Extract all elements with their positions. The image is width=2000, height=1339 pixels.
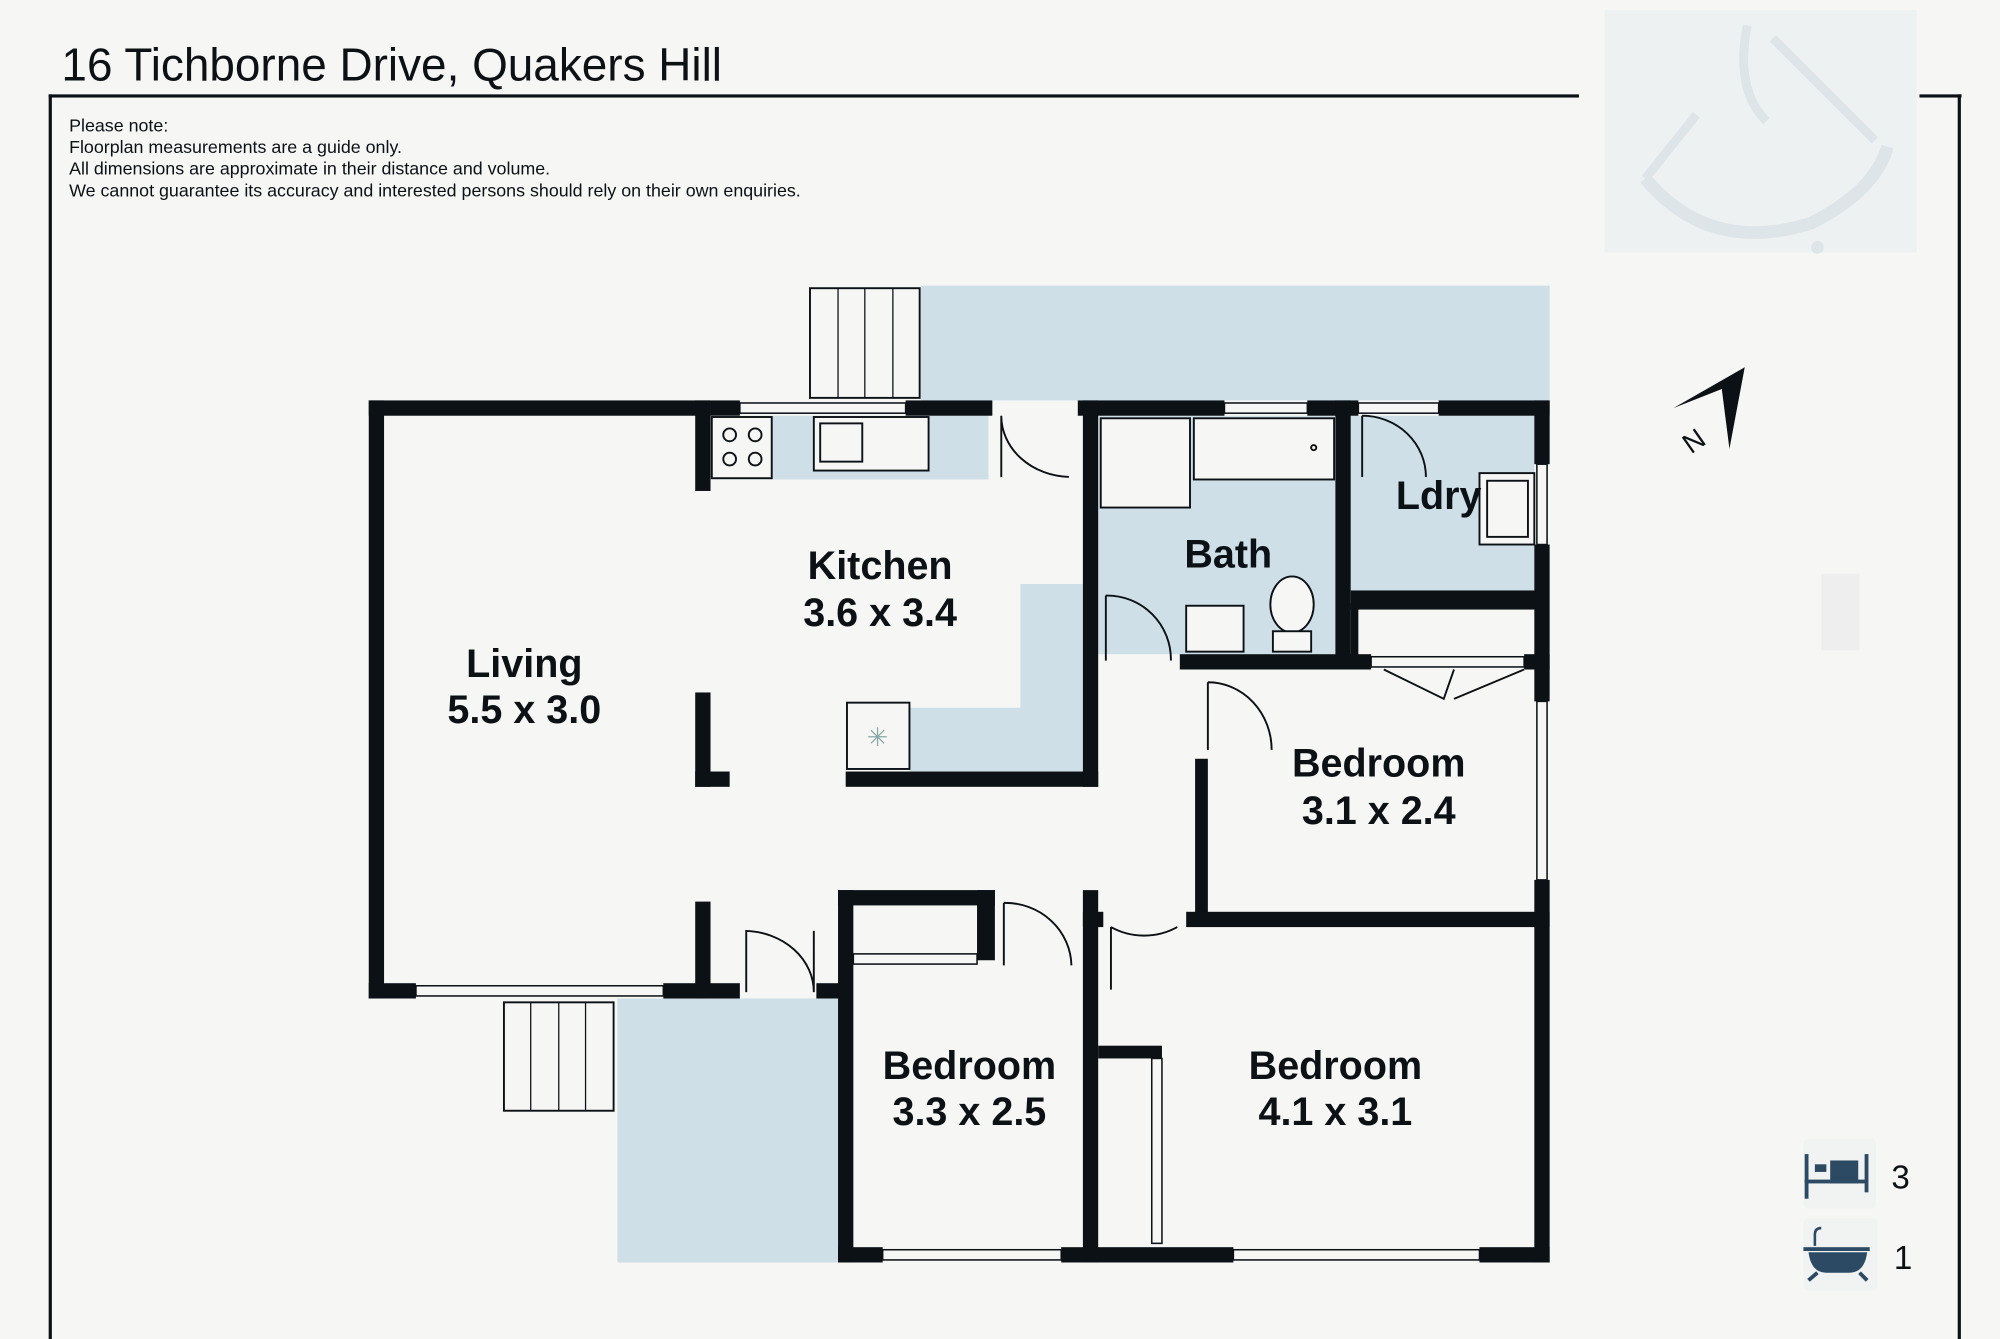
laundry-label: Ldry xyxy=(1396,474,1482,518)
bedroom-label: Bedroom xyxy=(883,1044,1056,1088)
header-rule xyxy=(48,94,1579,98)
bathtub-fixture xyxy=(1192,417,1336,481)
note-line: Floorplan measurements are a guide only. xyxy=(69,137,402,157)
compass-label: N xyxy=(1677,422,1711,459)
bedroom-size: 3.3 x 2.5 xyxy=(892,1090,1046,1134)
bath-label: Bath xyxy=(1184,532,1272,576)
svg-text:✳: ✳ xyxy=(867,724,888,752)
note-line: All dimensions are approximate in their … xyxy=(69,159,550,179)
living-size: 5.5 x 3.0 xyxy=(447,688,601,732)
living-label: Living xyxy=(466,642,582,686)
bedroom-size: 4.1 x 3.1 xyxy=(1258,1090,1412,1134)
bedroom-size: 3.1 x 2.4 xyxy=(1302,789,1456,833)
basin-icon xyxy=(1185,604,1245,653)
kitchen-island xyxy=(909,584,1083,772)
note-line: We cannot guarantee its accuracy and int… xyxy=(69,180,801,200)
frame-top-right xyxy=(1919,94,1962,98)
laundry-tub-icon xyxy=(1478,472,1536,546)
bath-icon xyxy=(1803,1217,1878,1291)
bedroom-label: Bedroom xyxy=(1249,1044,1422,1088)
doors xyxy=(745,414,1525,993)
property-title: 16 Tichborne Drive, Quakers Hill xyxy=(61,38,722,90)
kitchen-sink-icon xyxy=(812,416,930,472)
bathroom-count: 1 xyxy=(1894,1240,1912,1277)
front-steps xyxy=(502,1001,615,1112)
windows xyxy=(415,402,1548,1261)
toilet-icon xyxy=(1269,575,1315,653)
bed-icon xyxy=(1803,1138,1877,1209)
north-arrow-icon: N xyxy=(1673,367,1745,459)
fridge-icon: ✳ xyxy=(846,701,911,770)
bedroom-label: Bedroom xyxy=(1292,742,1465,786)
watermark-logo xyxy=(1604,10,1917,254)
shower-icon xyxy=(1099,417,1191,509)
rear-deck xyxy=(920,285,1550,401)
note-heading: Please note: xyxy=(69,115,168,135)
watermark-fragment xyxy=(1821,573,1860,651)
frame-left xyxy=(48,94,52,1339)
kitchen-size: 3.6 x 3.4 xyxy=(803,591,957,635)
bedroom-count: 3 xyxy=(1891,1160,1909,1197)
rear-steps xyxy=(809,287,921,399)
frame-right xyxy=(1957,94,1961,1339)
cooktop-icon xyxy=(710,416,773,480)
walls xyxy=(368,400,1550,1263)
front-porch xyxy=(617,998,839,1263)
kitchen-label: Kitchen xyxy=(808,544,953,588)
